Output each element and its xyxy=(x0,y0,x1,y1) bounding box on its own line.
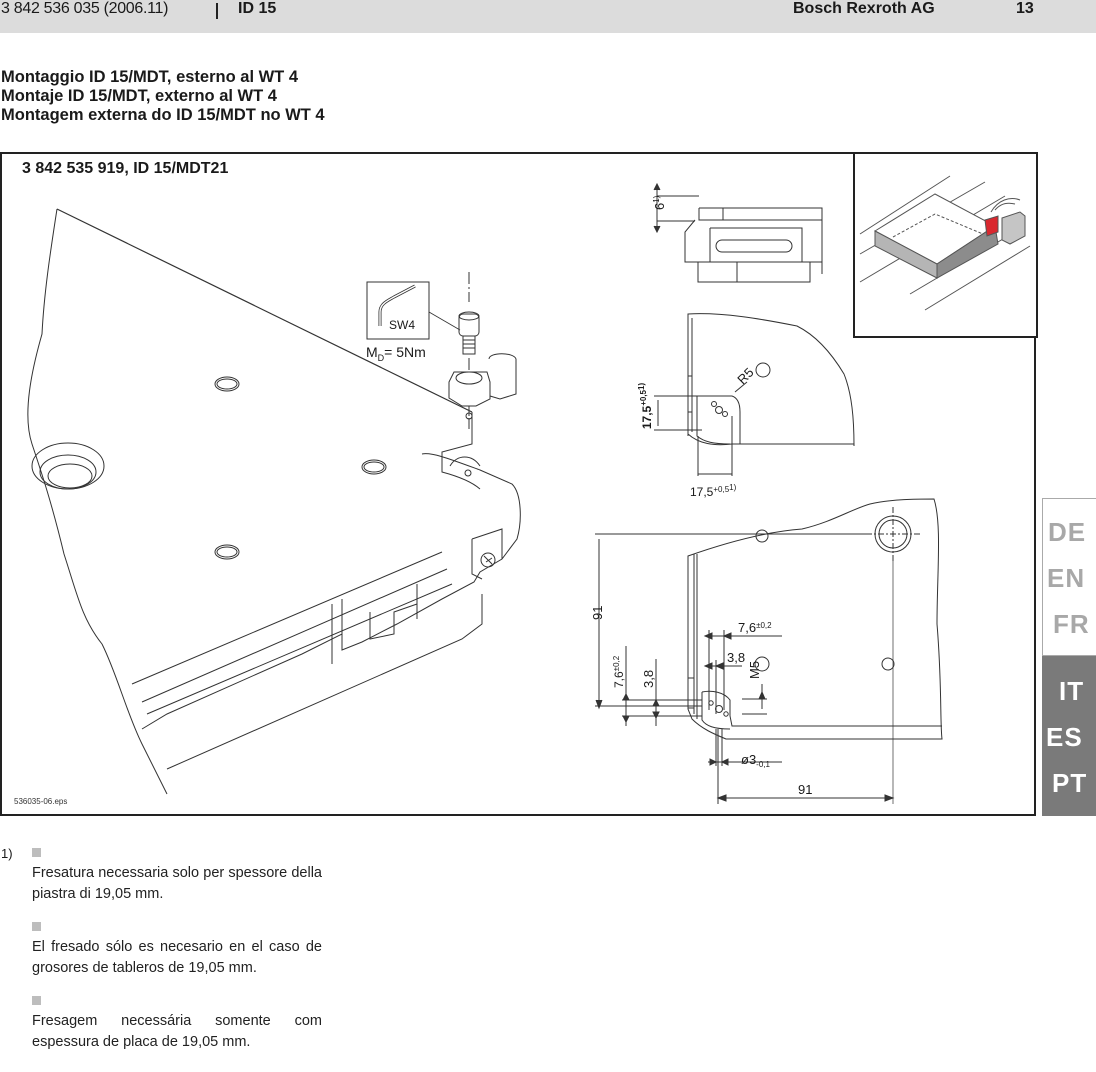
corner-v-tol: +0,5 xyxy=(639,389,648,405)
note-text: Fresagem necessária somente com espessur… xyxy=(32,1013,322,1050)
offset-38-h-dim: 3,8 xyxy=(727,650,745,665)
header-divider xyxy=(216,3,218,19)
footnote-marker: 1) xyxy=(1,846,13,861)
section-label: ID 15 xyxy=(238,0,277,17)
page-number: 13 xyxy=(1016,0,1034,17)
bullet-icon xyxy=(32,996,41,1005)
offset-76-h-tol: ±0,2 xyxy=(756,621,772,630)
company-name: Bosch Rexroth AG xyxy=(793,0,935,17)
title-italian: Montaggio ID 15/MDT, esterno al WT 4 xyxy=(1,68,299,86)
lang-tab-en[interactable]: EN xyxy=(1047,563,1086,593)
corner-v-note: 1) xyxy=(637,383,646,390)
note-text: Fresatura necessaria solo per spessore d… xyxy=(32,865,322,902)
footnote-notes: Fresatura necessaria solo per spessore d… xyxy=(32,848,322,1070)
offset-76-h-dim: 7,6 xyxy=(738,620,756,635)
torque-symbol: M xyxy=(366,344,378,360)
page-header: 3 842 536 035 (2006.11) ID 15 Bosch Rexr… xyxy=(0,0,1096,33)
svg-text:61): 61) xyxy=(652,195,667,210)
lang-tab-it[interactable]: IT xyxy=(1059,676,1085,706)
svg-text:ø3-0,1: ø3-0,1 xyxy=(741,752,771,769)
corner-h-dim: 17,5 xyxy=(690,485,714,499)
figure-filename: 536035-06.eps xyxy=(14,797,68,806)
corner-h-note: 1) xyxy=(729,483,736,492)
bullet-icon xyxy=(32,922,41,931)
side-view-drawing xyxy=(653,182,823,283)
offset-38-v-dim: 3,8 xyxy=(641,670,656,688)
width-91-dim: 91 xyxy=(798,782,812,797)
lang-tab-fr[interactable]: FR xyxy=(1053,609,1090,639)
lang-tab-de[interactable]: DE xyxy=(1048,517,1087,547)
svg-text:7,6±0,2: 7,6±0,2 xyxy=(612,655,626,688)
pin-diameter-dim: ø3 xyxy=(741,752,756,767)
height-91-dim: 91 xyxy=(590,606,605,620)
assembly-figure: 3 842 535 919, ID 15/MDT21 xyxy=(0,152,1038,816)
svg-text:17,5+0,51): 17,5+0,51) xyxy=(637,383,654,430)
svg-text:7,6±0,2: 7,6±0,2 xyxy=(738,620,772,635)
corner-v-dim: 17,5 xyxy=(640,405,654,429)
lang-tab-es[interactable]: ES xyxy=(1046,722,1083,752)
note-text: El fresado sólo es necesario en el caso … xyxy=(32,939,322,976)
workpiece-plate-drawing xyxy=(27,208,521,795)
torque-label: MD= 5Nm xyxy=(366,344,426,363)
carrier-overview-drawing xyxy=(859,175,1031,311)
overview-inset xyxy=(853,152,1038,338)
section-titles: Montaggio ID 15/MDT, esterno al WT 4 Mon… xyxy=(1,68,325,125)
title-portuguese: Montagem externa do ID 15/MDT no WT 4 xyxy=(1,106,325,124)
bullet-icon xyxy=(32,848,41,857)
thread-dim: M5 xyxy=(747,661,762,679)
radius-dim: R5 xyxy=(734,365,756,387)
technical-drawing: R5 17,5+0,51) 17,5+0,51) 61) xyxy=(27,182,943,804)
pin-diameter-tol: -0,1 xyxy=(756,760,770,769)
screw-and-sensor-drawing xyxy=(366,272,517,429)
note-italian: Fresatura necessaria solo per spessore d… xyxy=(32,848,322,904)
wrench-size-label: SW4 xyxy=(389,318,416,332)
svg-text:17,5+0,51): 17,5+0,51) xyxy=(690,483,737,499)
torque-subscript: D xyxy=(377,352,385,363)
corner-top-view-drawing: R5 17,5+0,51) 17,5+0,51) 61) xyxy=(637,195,855,499)
note-spanish: El fresado sólo es necesario en el caso … xyxy=(32,922,322,978)
side-depth-dim: 6 xyxy=(652,203,667,210)
torque-value: = 5Nm xyxy=(384,344,426,360)
language-tabs-active: IT ES PT xyxy=(1042,656,1096,816)
document-number: 3 842 536 035 (2006.11) xyxy=(1,0,169,17)
language-tabs-inactive: DE EN FR xyxy=(1042,498,1096,656)
offset-76-v-tol: ±0,2 xyxy=(612,655,621,671)
lang-tab-pt[interactable]: PT xyxy=(1052,768,1088,798)
note-portuguese: Fresagem necessária somente com espessur… xyxy=(32,996,322,1052)
title-spanish: Montaje ID 15/MDT, externo al WT 4 xyxy=(1,87,277,105)
figure-title: 3 842 535 919, ID 15/MDT21 xyxy=(22,160,229,177)
dimension-view-drawing: 91 7,6±0,2 3,8 M5 7,6±0,2 3,8 ø3-0,1 91 xyxy=(590,498,943,804)
offset-76-v-dim: 7,6 xyxy=(612,671,626,688)
side-depth-note: 1) xyxy=(652,195,661,202)
corner-h-tol: +0,5 xyxy=(713,485,729,494)
